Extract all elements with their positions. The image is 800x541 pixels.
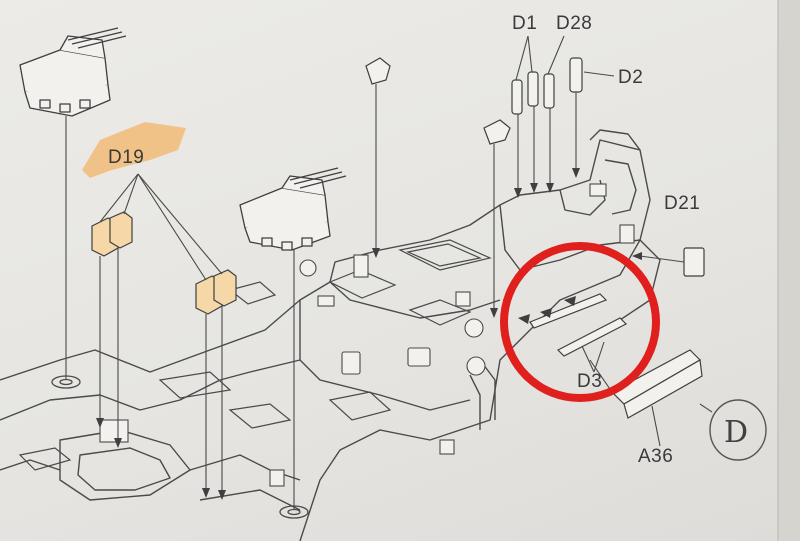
deck-hull	[0, 129, 661, 541]
label-d21: D21	[664, 193, 701, 214]
label-d3: D3	[577, 371, 603, 392]
red-annotation-circle	[500, 242, 660, 402]
circled-letter-ring	[709, 399, 767, 461]
leader-lines	[65, 35, 685, 510]
deck-panels	[18, 239, 492, 471]
small-parts	[91, 57, 705, 419]
label-d28: D28	[556, 13, 593, 34]
label-d1: D1	[512, 13, 538, 34]
gun-turret-middle	[239, 167, 347, 251]
circled-letter: D	[724, 415, 749, 450]
label-d19: D19	[108, 147, 145, 168]
gun-turret-upper	[19, 27, 127, 117]
label-a36: A36	[638, 446, 674, 467]
deck-rings	[51, 375, 309, 519]
page-edge-shadow	[778, 0, 800, 541]
arrowheads	[96, 168, 642, 500]
deck-fittings	[99, 183, 635, 487]
label-d2: D2	[618, 67, 644, 88]
circled-letter-tail	[699, 403, 713, 413]
highlighter-mark	[82, 122, 186, 178]
